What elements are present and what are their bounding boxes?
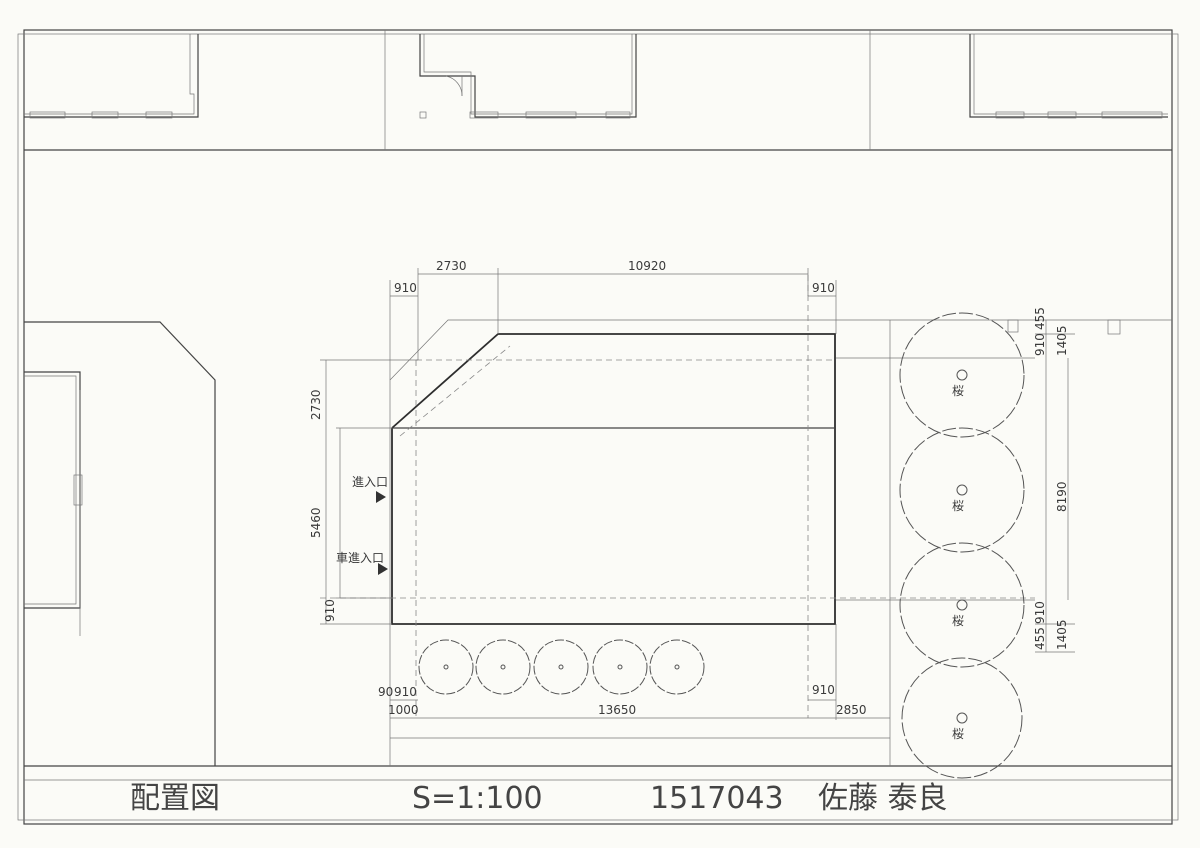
dim-bottom-1000: 1000 xyxy=(388,703,419,717)
cherry-tree-2-label: 桜 xyxy=(952,499,964,513)
student-id: 1517043 xyxy=(650,781,784,816)
dim-right-8190: 8190 xyxy=(1055,481,1069,512)
cherry-tree-4-label: 桜 xyxy=(952,727,964,741)
dim-right-910-top: 910 xyxy=(1033,333,1047,356)
title-block: 配置図 S=1:100 1517043 佐藤 泰良 xyxy=(24,765,1172,816)
dim-bottom-90: 90 xyxy=(378,685,393,699)
vehicle-entrance-label: 車進入口 xyxy=(336,551,384,565)
cherry-tree-2: 桜 xyxy=(899,427,1025,553)
dim-top-right-910: 910 xyxy=(812,281,835,295)
dim-bottom-2850: 2850 xyxy=(836,703,867,717)
dim-right-910-bottom: 910 xyxy=(1033,601,1047,624)
neighbor-building-left xyxy=(24,321,216,766)
small-trees-row xyxy=(418,639,705,695)
cherry-tree-3: 桜 xyxy=(899,542,1025,668)
main-building xyxy=(320,275,1035,718)
neighbor-buildings-top xyxy=(24,30,1172,151)
pedestrian-entrance-label: 進入口 xyxy=(352,475,388,489)
dim-top-left-910: 910 xyxy=(394,281,417,295)
author-name: 佐藤 泰良 xyxy=(818,781,948,816)
cherry-tree-4: 桜 xyxy=(901,657,1023,779)
entrances: 進入口 車進入口 xyxy=(336,475,388,575)
dim-left-5460: 5460 xyxy=(309,507,323,538)
cherry-tree-1: 桜 xyxy=(899,312,1025,438)
dim-top-2730: 2730 xyxy=(436,259,467,273)
dim-bottom-910: 910 xyxy=(394,685,417,699)
dim-left-2730: 2730 xyxy=(309,389,323,420)
trees: 桜 桜 桜 桜 xyxy=(418,312,1025,779)
dimension-texts: 910 2730 10920 910 2730 5460 910 90 910 … xyxy=(309,259,1069,717)
dim-right-1405-bottom: 1405 xyxy=(1055,619,1069,650)
drawing-title: 配置図 xyxy=(130,781,220,816)
pedestrian-entrance-arrow xyxy=(376,491,386,503)
dim-top-10920: 10920 xyxy=(628,259,666,273)
site-boundary xyxy=(389,319,1172,766)
dim-right-455-top: 455 xyxy=(1033,307,1047,330)
dim-right-455-bottom: 455 xyxy=(1033,627,1047,650)
dimension-lines xyxy=(320,268,1075,720)
dim-left-910: 910 xyxy=(323,599,337,622)
drawing-frame xyxy=(23,29,1173,825)
drawing-frame-inner xyxy=(17,33,1179,821)
dim-bottom-13650: 13650 xyxy=(598,703,636,717)
dim-bottom-right-910: 910 xyxy=(812,683,835,697)
dim-right-1405-top: 1405 xyxy=(1055,325,1069,356)
cherry-tree-1-label: 桜 xyxy=(952,384,964,398)
vehicle-entrance-arrow xyxy=(378,563,388,575)
drawing-scale: S=1:100 xyxy=(412,781,543,816)
cherry-tree-3-label: 桜 xyxy=(952,614,964,628)
